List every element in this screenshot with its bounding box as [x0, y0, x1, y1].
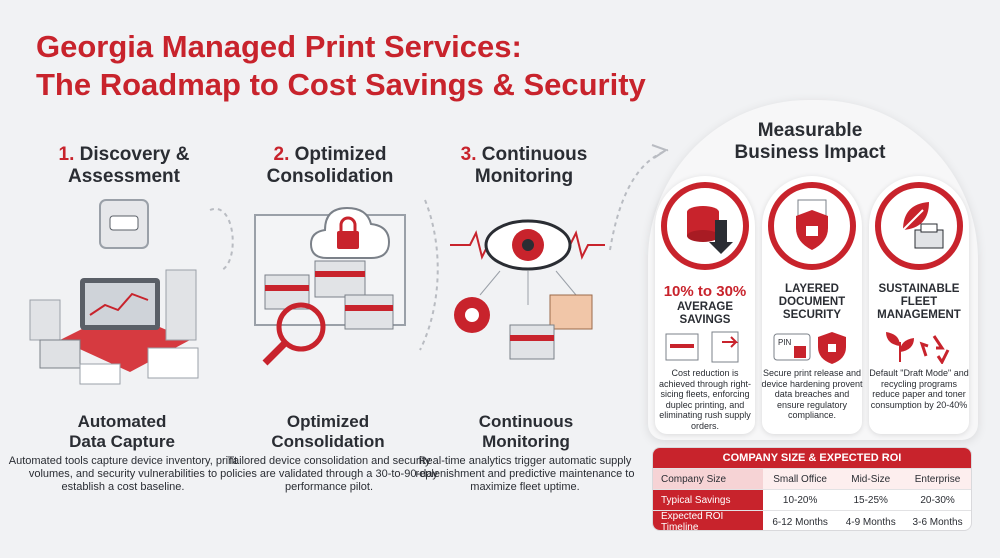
roi-cell: 4-9 Months: [837, 510, 905, 530]
security-heading: LAYERED DOCUMENT SECURITY: [762, 283, 862, 322]
step-1-subtitle-line-2: Data Capture: [69, 432, 175, 451]
title-line-1: Georgia Managed Print Services:: [36, 29, 522, 64]
step-1-heading: 1. Discovery & Assessment: [24, 144, 224, 188]
roi-header-row: Company Size Small Office Mid-Size Enter…: [653, 468, 971, 490]
step-3-title-line-2: Monitoring: [474, 166, 574, 187]
step-3-subtitle-line-1: Continuous: [478, 412, 574, 431]
page-title: Georgia Managed Print Services: The Road…: [36, 28, 646, 104]
sustainability-heading: SUSTAINABLE FLEET MANAGEMENT: [869, 283, 969, 322]
roi-header-small-office: Small Office: [763, 468, 838, 490]
consolidation-illustration: [254, 206, 406, 366]
savings-description: Cost reduction is achieved through right…: [658, 368, 752, 431]
step-3-title-line-1: Continuous: [481, 144, 588, 165]
step-1-number: 1.: [58, 144, 75, 165]
step-2-description: Tailored device consolidation and securi…: [220, 455, 438, 493]
table-row: Typical Savings 10-20% 15-25% 20-30%: [653, 489, 971, 511]
step-2-subtitle-line-1: Optimized: [286, 412, 370, 431]
shield-document-icon: [768, 182, 856, 270]
step-1-subtitle: Automated Data Capture: [12, 412, 232, 452]
roi-table: COMPANY SIZE & EXPECTED ROI Company Size…: [652, 447, 972, 531]
step-3-subtitle: Continuous Monitoring: [416, 412, 636, 452]
savings-line-2: SAVINGS: [679, 314, 731, 326]
step-2-subtitle-line-2: Consolidation: [271, 432, 385, 451]
roi-header-company-size: Company Size: [653, 468, 763, 490]
security-description: Secure print release and device hardenin…: [761, 368, 863, 420]
roi-row-label: Expected ROI Timeline: [653, 510, 763, 530]
savings-heading: 10% to 30% AVERAGE SAVINGS: [655, 283, 755, 327]
invoice-printer-icon: [665, 331, 739, 363]
step-3-description: Real-time analytics trigger automatic su…: [415, 455, 635, 493]
roi-cell: 15-25%: [837, 489, 905, 511]
security-line-2: DOCUMENT: [778, 296, 846, 308]
sustainability-description: Default "Draft Mode" and recycling progr…: [869, 368, 969, 410]
coin-stack-down-arrow-icon: [661, 182, 749, 270]
step-2-title-line-1: Optimized: [294, 144, 387, 165]
step-2-number: 2.: [273, 144, 290, 165]
roi-header-mid-size: Mid-Size: [837, 468, 905, 490]
step-2-title-line-2: Consolidation: [266, 166, 394, 187]
monitoring-illustration: [450, 219, 605, 360]
sustainability-line-1: SUSTAINABLE: [878, 283, 960, 295]
roi-grid: Company Size Small Office Mid-Size Enter…: [653, 468, 971, 530]
step-1-description: Automated tools capture device inventory…: [8, 455, 238, 493]
roi-cell: 10-20%: [763, 489, 838, 511]
step-3-heading: 3. Continuous Monitoring: [424, 144, 624, 188]
sustainability-line-2: FLEET: [900, 296, 938, 308]
step-3-number: 3.: [460, 144, 477, 165]
savings-highlight: 10% to 30%: [663, 283, 747, 300]
step-3-subtitle-line-2: Monitoring: [482, 432, 570, 451]
roi-cell: 3-6 Months: [904, 510, 971, 530]
impact-title-line-2: Business Impact: [734, 142, 886, 163]
savings-line-1: AVERAGE: [676, 301, 734, 313]
table-row: Expected ROI Timeline 6-12 Months 4-9 Mo…: [653, 510, 971, 530]
impact-title: Measurable Business Impact: [700, 120, 920, 164]
security-line-3: SECURITY: [782, 309, 842, 321]
step-1-title-line-2: Assessment: [68, 166, 180, 187]
step-2-heading: 2. Optimized Consolidation: [230, 144, 430, 188]
roi-row-label: Typical Savings: [653, 489, 763, 511]
plant-recycle-icon: [886, 332, 950, 364]
roi-header-enterprise: Enterprise: [904, 468, 971, 490]
security-line-1: LAYERED: [785, 283, 839, 295]
roi-cell: 6-12 Months: [763, 510, 838, 530]
leaf-printer-icon: [875, 182, 963, 270]
step-1-subtitle-line-1: Automated: [77, 412, 167, 431]
pin-label: PIN: [778, 338, 792, 347]
impact-title-line-1: Measurable: [757, 120, 863, 141]
step-2-subtitle: Optimized Consolidation: [218, 412, 438, 452]
step-1-title-line-1: Discovery &: [79, 144, 190, 165]
pin-keypad-shield-icon: PIN: [773, 332, 846, 364]
roi-table-title: COMPANY SIZE & EXPECTED ROI: [653, 448, 971, 468]
sustainability-line-3: MANAGEMENT: [877, 309, 961, 321]
discovery-illustration: [29, 199, 199, 385]
roi-cell: 20-30%: [904, 489, 971, 511]
title-line-2: The Roadmap to Cost Savings & Security: [36, 67, 646, 102]
